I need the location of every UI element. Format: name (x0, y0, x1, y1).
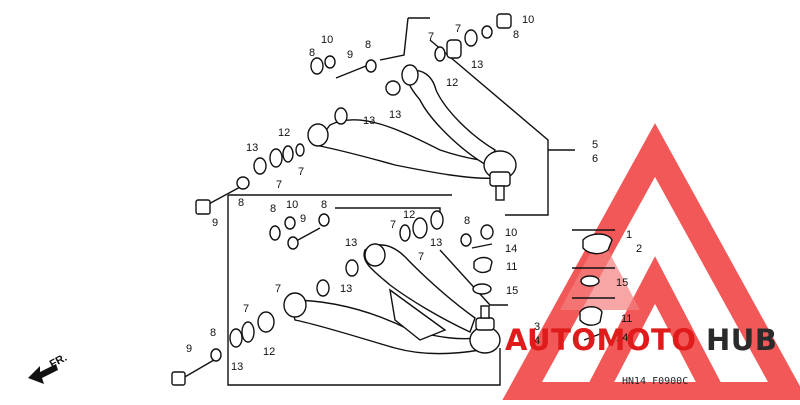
callout-13: 13 (389, 109, 401, 121)
wordmark-automoto: AUTOMOTO (505, 323, 696, 357)
callout-12: 12 (263, 346, 275, 358)
callout-11: 11 (621, 313, 632, 325)
callout-13: 13 (246, 142, 258, 154)
callout-7: 7 (390, 219, 396, 231)
upper-ball-joint (483, 150, 517, 201)
washer-15 (580, 275, 600, 287)
callout-11: 11 (506, 261, 517, 273)
callout-1: 1 (626, 229, 632, 241)
callout-10: 10 (286, 199, 298, 211)
callout-8: 8 (365, 39, 371, 51)
callout-7: 7 (275, 283, 281, 295)
callout-13: 13 (471, 59, 483, 71)
automotohub-logo (499, 123, 800, 405)
lower-ball-joint (469, 305, 501, 354)
washer-15-lower (472, 283, 492, 295)
callout-7: 7 (455, 23, 461, 35)
callout-3: 3 (534, 321, 540, 333)
callout-9: 9 (300, 213, 306, 225)
castle-nut-11 (579, 306, 603, 326)
lower-arm-gusset (389, 288, 447, 341)
callout-2: 2 (636, 243, 642, 255)
callout-4: 4 (534, 335, 540, 347)
callout-15: 15 (616, 277, 628, 289)
callout-8: 8 (210, 327, 216, 339)
callout-9: 9 (212, 217, 218, 229)
automotohub-wordmark: AUTOMOTO HUB (505, 323, 777, 357)
castle-nut-11-lower (473, 256, 493, 274)
callout-8: 8 (238, 197, 244, 209)
bushing-upper-front (401, 64, 419, 86)
callout-6: 6 (592, 153, 598, 165)
front-direction-arrow: FR. (28, 352, 69, 384)
callout-8: 8 (513, 29, 519, 41)
callout-7: 7 (243, 303, 249, 315)
upper-arm-assembly (195, 13, 575, 216)
wordmark-hub: HUB (706, 323, 777, 357)
bushing-lower-rear (283, 292, 307, 318)
callout-10: 10 (522, 14, 534, 26)
fr-label: FR. (48, 352, 69, 371)
callout-10: 10 (321, 34, 333, 46)
callout-10: 10 (505, 227, 517, 239)
lower-arm-front-link (363, 244, 476, 333)
callout-7: 7 (428, 31, 434, 43)
figure-code: HN14 F0900C (622, 376, 688, 387)
callout-5: 5 (592, 139, 598, 151)
callout-14: 14 (505, 243, 517, 255)
callout-8: 8 (321, 199, 327, 211)
callout-15: 15 (506, 285, 518, 297)
lower-arm-assembly (171, 195, 508, 386)
callout-12: 12 (446, 77, 458, 89)
callout-7: 7 (276, 179, 282, 191)
callout-8: 8 (270, 203, 276, 215)
callout-labels: 10 8 7 13 7 12 13 10 8 9 8 13 12 13 7 7 … (186, 14, 642, 373)
callout-8: 8 (309, 47, 315, 59)
callout-7: 7 (298, 166, 304, 178)
callout-13: 13 (345, 237, 357, 249)
callout-12: 12 (403, 209, 415, 221)
bushing-upper-rear (307, 123, 329, 147)
cotter-pin-14 (583, 333, 601, 341)
callout-9: 9 (186, 343, 192, 355)
callout-7: 7 (418, 251, 424, 263)
callout-8: 8 (464, 215, 470, 227)
callout-14: 14 (616, 332, 628, 344)
logo-shard (560, 235, 640, 310)
callout-13: 13 (363, 115, 375, 127)
callout-13: 13 (430, 237, 442, 249)
castle-nut-1 (582, 233, 613, 255)
callout-9: 9 (347, 49, 353, 61)
bushing-lower-front (364, 243, 386, 267)
callout-13: 13 (231, 361, 243, 373)
logo-inner-triangle (577, 256, 733, 405)
callout-13: 13 (340, 283, 352, 295)
callout-12: 12 (278, 127, 290, 139)
loose-parts (472, 229, 615, 341)
